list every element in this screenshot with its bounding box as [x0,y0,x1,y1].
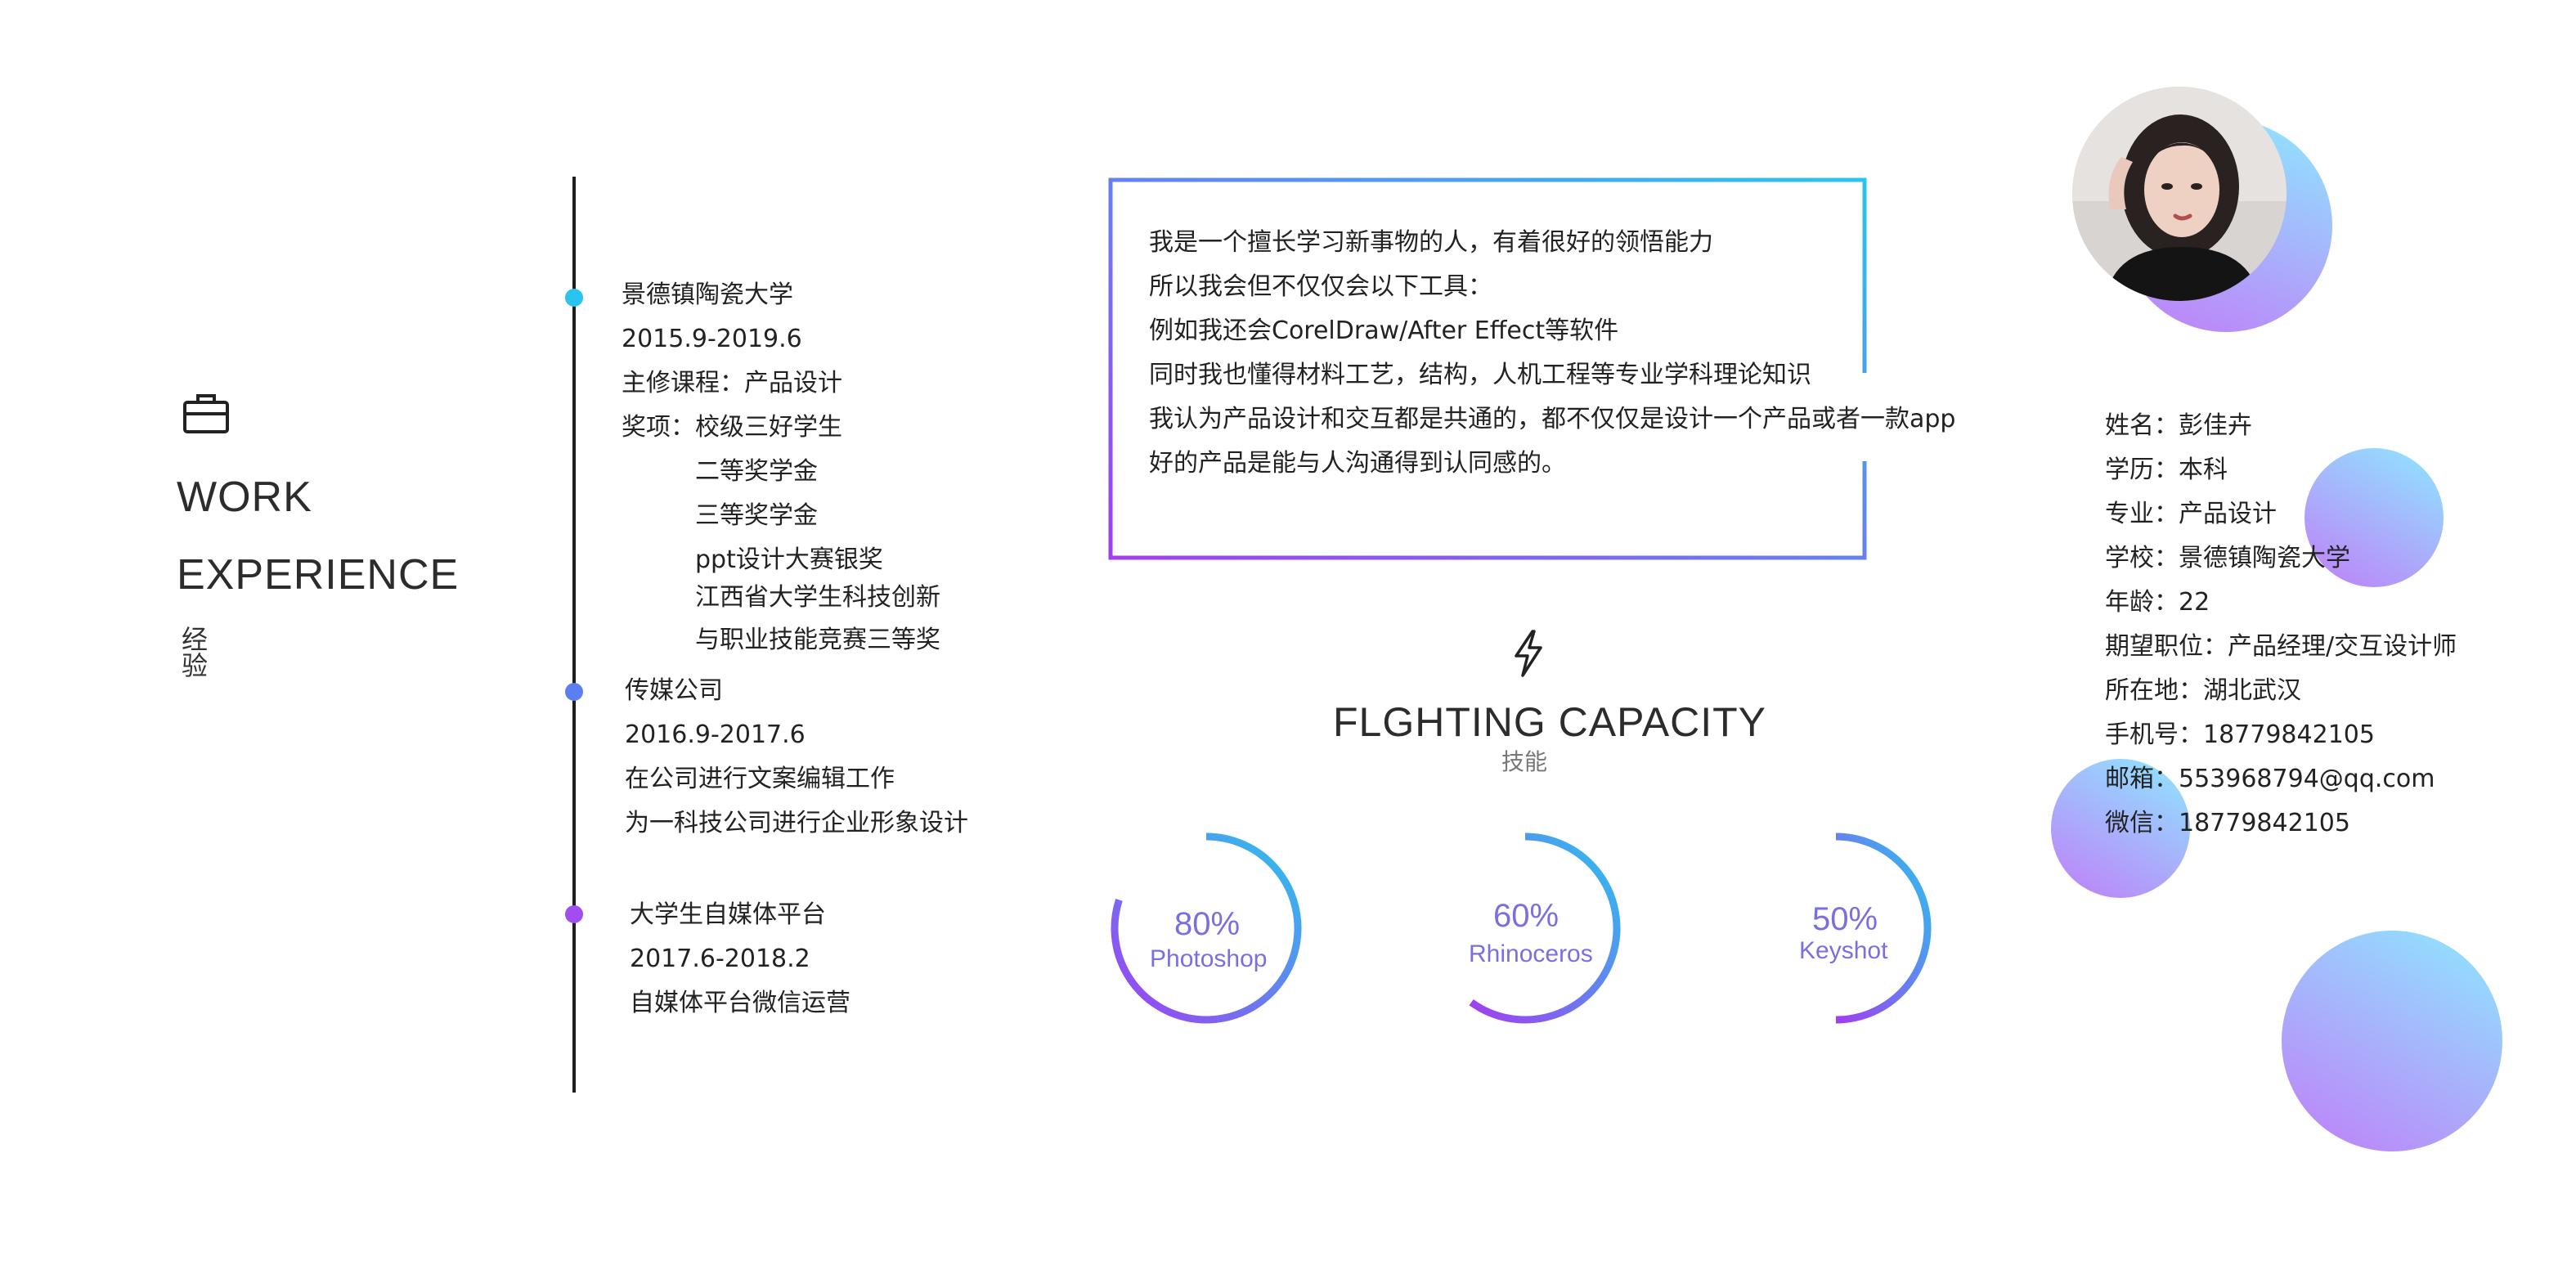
skill-ring-photoshop: 80% Photoshop [1104,826,1308,1030]
intro-text-line: 我是一个擅长学习新事物的人，有着很好的领悟能力 [1149,228,1713,257]
skill-percent: 50% [1812,901,1878,937]
skill-arc [1111,832,1302,1024]
timeline-dot-3 [565,905,583,923]
profile-email: 邮箱：553968794@qq.com [2105,765,2435,793]
skill-name: Photoshop [1150,945,1268,972]
award-item: 二等奖学金 [695,457,818,486]
briefcase-icon [183,394,229,433]
skill-name: Rhinoceros [1469,940,1593,967]
timeline-entry-company-desc: 在公司进行文案编辑工作 [625,765,895,793]
timeline-dot-2 [565,683,583,701]
skill-percent: 60% [1493,898,1560,934]
profile-age: 年龄：22 [2105,588,2210,617]
profile-phone: 手机号：18779842105 [2105,720,2375,749]
timeline-entry-media-desc: 自媒体平台微信运营 [630,989,850,1017]
avatar [2072,87,2287,301]
work-title-line2: EXPERIENCE [177,551,460,599]
profile-education: 学历：本科 [2105,456,2228,484]
profile-location: 所在地：湖北武汉 [2105,676,2301,705]
timeline-entry-media: 大学生自媒体平台 [630,900,826,929]
skill-arc [1835,832,1932,1024]
work-subtitle: 经验 [182,624,209,681]
timeline-entry-company-date: 2016.9-2017.6 [625,720,806,749]
award-item: 江西省大学生科技创新 [695,583,940,612]
intro-text-line: 同时我也懂得材料工艺，结构，人机工程等专业学科理论知识 [1149,361,1811,389]
timeline-line [572,177,576,1093]
skill-name: Keyshot [1799,937,1888,964]
timeline-entry-company: 传媒公司 [625,676,723,705]
decor-bubble [2304,448,2444,587]
avatar-photo [2072,87,2287,301]
timeline-entry-media-date: 2017.6-2018.2 [630,945,810,973]
award-item: 与职业技能竞赛三等奖 [695,626,940,654]
profile-major: 专业：产品设计 [2105,500,2277,528]
timeline-entry-school-date: 2015.9-2019.6 [622,325,802,353]
award-item: 三等奖学金 [695,501,818,530]
decor-bubble [2051,759,2190,898]
profile-name: 姓名：彭佳卉 [2105,411,2252,440]
skills-title: FLGHTING CAPACITY [1333,699,1767,745]
timeline-entry-school-course: 主修课程：产品设计 [622,369,842,397]
timeline-entry-company-desc: 为一科技公司进行企业形象设计 [625,809,968,837]
intro-text-line: 我认为产品设计和交互都是共通的，都不仅仅是设计一个产品或者一款app [1149,405,1956,433]
intro-text-line: 所以我会但不仅仅会以下工具： [1149,272,1492,301]
skills-subtitle: 技能 [1501,748,1548,775]
profile-school: 学校：景德镇陶瓷大学 [2105,544,2350,572]
award-item: ppt设计大赛银奖 [695,545,883,574]
skill-ring-rhinoceros: 60% Rhinoceros [1423,826,1627,1030]
intro-text-line: 例如我还会CorelDraw/After Effect等软件 [1149,316,1619,345]
lightning-icon [1515,630,1542,677]
decor-bubble [2282,931,2502,1151]
timeline-dot-1 [565,289,583,307]
skill-ring-keyshot: 50% Keyshot [1734,826,1938,1030]
timeline-entry-school-awards: 奖项：校级三好学生 [622,413,842,442]
timeline-entry-school: 景德镇陶瓷大学 [622,280,793,309]
intro-text-line: 好的产品是能与人沟通得到认同感的。 [1149,449,1566,478]
work-title-line1: WORK [177,473,312,521]
skill-arc [1469,832,1621,1024]
skill-percent: 80% [1174,906,1241,942]
profile-wechat: 微信：18779842105 [2105,809,2350,837]
intro-frame [1108,177,1867,560]
profile-position: 期望职位：产品经理/交互设计师 [2105,632,2457,661]
